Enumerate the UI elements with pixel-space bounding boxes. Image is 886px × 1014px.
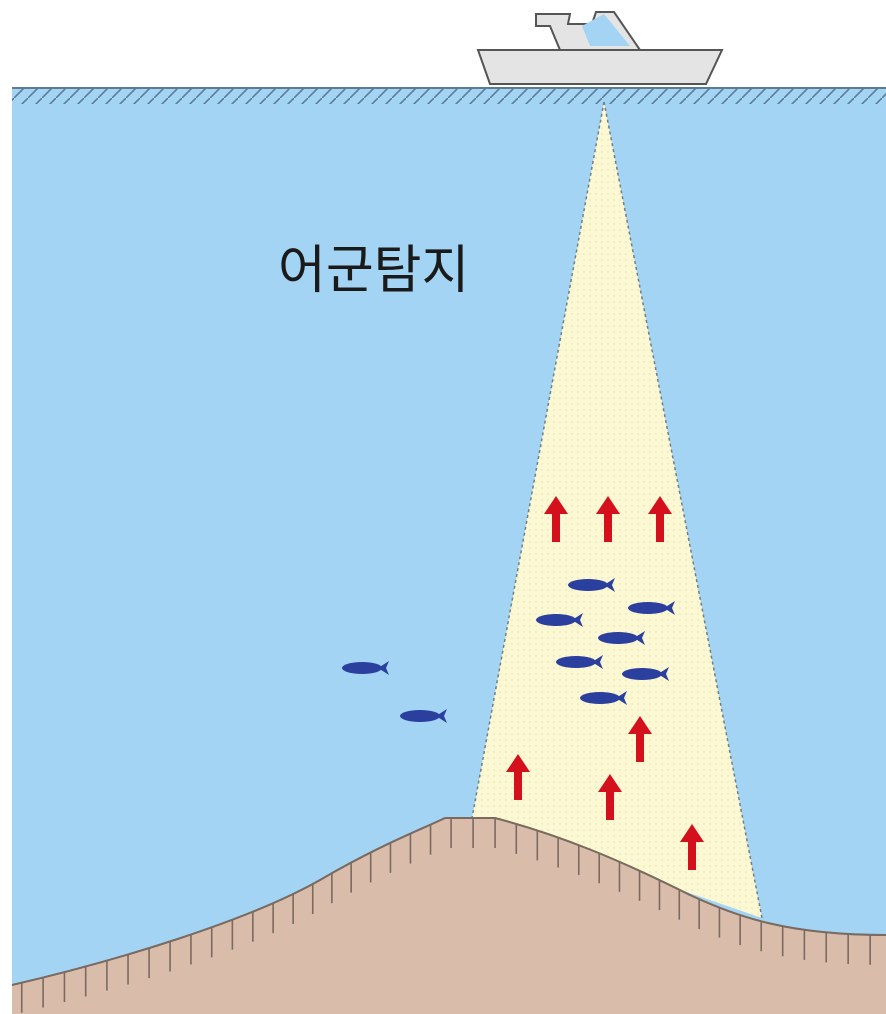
seabed [11,817,886,1014]
water-surface-hatching [12,88,886,104]
boat-icon [476,11,724,85]
diagram-title: 어군탐지 [278,241,469,301]
